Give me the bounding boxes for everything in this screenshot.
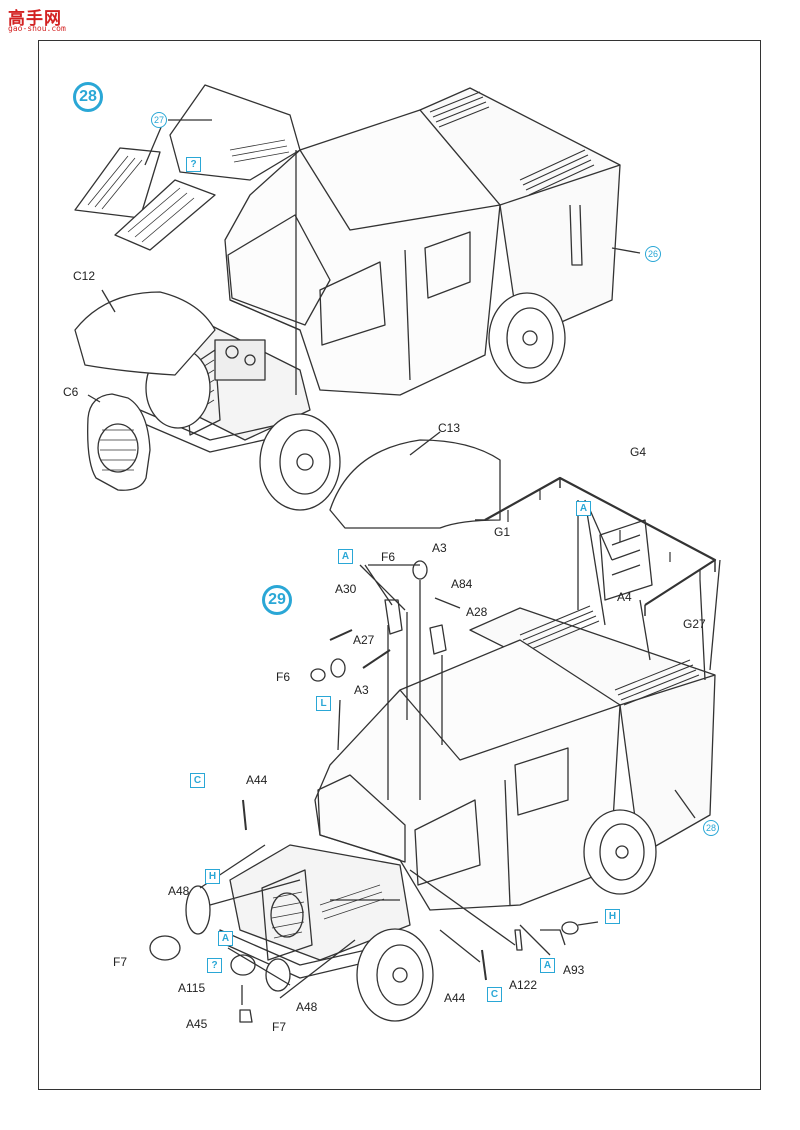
watermark-url: gao-shou.com — [8, 24, 66, 33]
tag-l: L — [316, 696, 331, 711]
tag-a-top: A — [338, 549, 353, 564]
tag-c-top: C — [190, 773, 205, 788]
label-g4: G4 — [630, 445, 647, 459]
label-f7-left: F7 — [113, 955, 128, 969]
label-c12: C12 — [73, 269, 96, 283]
label-a28: A28 — [466, 605, 488, 619]
label-a3-left: A3 — [354, 683, 369, 697]
tag-a-bottom: A — [540, 958, 555, 973]
label-a27: A27 — [353, 633, 375, 647]
label-c6: C6 — [63, 385, 79, 399]
label-a44-top: A44 — [246, 773, 268, 787]
watermark-brand: 高手网 — [8, 9, 62, 29]
page-frame — [38, 40, 761, 1090]
label-a84: A84 — [451, 577, 473, 591]
tag-c-bottom: C — [487, 987, 502, 1002]
label-a48-left: A48 — [168, 884, 190, 898]
tag-h-left: H — [205, 869, 220, 884]
step-29-badge: 29 — [262, 585, 292, 615]
watermark-logo: 高手网 gao-shou.com — [6, 4, 68, 34]
step-28-badge: 28 — [73, 82, 103, 112]
label-g1: G1 — [494, 525, 511, 539]
label-a48-bottom: A48 — [296, 1000, 318, 1014]
label-a3-top: A3 — [432, 541, 447, 555]
label-a30: A30 — [335, 582, 357, 596]
label-a93: A93 — [563, 963, 585, 977]
label-a45: A45 — [186, 1017, 208, 1031]
ref-step-26: 26 — [645, 246, 661, 262]
label-f6-left: F6 — [276, 670, 291, 684]
ref-step-28: 28 — [703, 820, 719, 836]
ref-step-27: 27 — [151, 112, 167, 128]
tag-question-29: ? — [207, 958, 222, 973]
tag-a-front: A — [218, 931, 233, 946]
label-f7-bottom: F7 — [272, 1020, 287, 1034]
tag-question-28: ? — [186, 157, 201, 172]
tag-h-right: H — [605, 909, 620, 924]
tag-a-roof: A — [576, 501, 591, 516]
label-g27: G27 — [683, 617, 706, 631]
label-a44-bottom: A44 — [444, 991, 466, 1005]
step28-vehicle-illustration — [74, 84, 641, 529]
label-c13: C13 — [438, 421, 461, 435]
step29-vehicle-illustration — [149, 476, 721, 1023]
label-a115: A115 — [178, 981, 206, 995]
label-a122: A122 — [509, 978, 538, 992]
label-f6-top: F6 — [381, 550, 396, 564]
label-a4: A4 — [617, 590, 632, 604]
